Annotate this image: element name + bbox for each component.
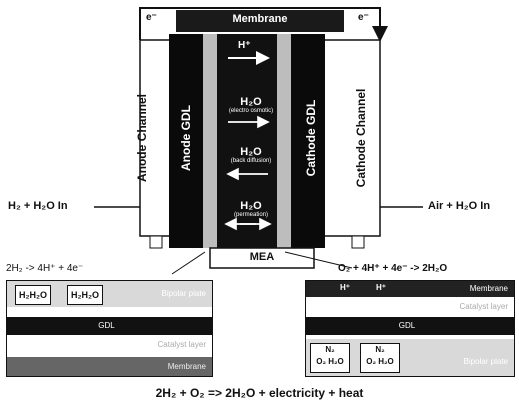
cathode-channel-label: Cathode Channel: [354, 88, 368, 188]
anode-gas-box-1: H₂H₂O: [15, 285, 51, 305]
cathode-zoom-line: [284, 251, 353, 269]
water-note-1: (electro osmotic): [228, 108, 274, 114]
water-formula-3: H₂O: [240, 200, 262, 212]
cathode-bipolar-label: Bipolar plate: [463, 357, 508, 366]
right-seal: [351, 235, 365, 249]
electron-right-label: e⁻: [358, 12, 369, 23]
cathode-membrane-band: Membrane: [306, 281, 514, 297]
anode-gdl-band: GDL: [7, 317, 212, 335]
anode-zoom-line: [171, 251, 206, 275]
cathode-proton-1: H⁺: [340, 283, 350, 292]
membrane-title: Membrane: [232, 13, 288, 25]
anode-gdl-label: Anode GDL: [179, 105, 193, 171]
anode-inset: Bipolar plate H₂H₂O H₂H₂O GDL Catalyst l…: [6, 280, 213, 377]
cathode-box2-top: N₂: [375, 345, 385, 354]
cathode-box1-bottom: O₂ H₂O: [316, 357, 344, 366]
cathode-gdl-band: GDL: [306, 317, 514, 335]
external-circuit-wire: [139, 7, 388, 42]
cathode-gdl-label: Cathode GDL: [304, 99, 318, 177]
membrane-header: [176, 10, 344, 32]
cathode-inlet-label: Air + H₂O In: [428, 200, 491, 212]
water-note-3: (permeation): [233, 212, 268, 218]
cathode-membrane-label: Membrane: [469, 284, 508, 293]
water-formula-1: H₂O: [240, 96, 262, 108]
anode-inlet-label: H₂ + H₂O In: [8, 200, 68, 212]
cathode-box2-bottom: O₂ H₂O: [366, 357, 394, 366]
cathode-proton-2: H⁺: [376, 283, 386, 292]
cathode-box1-top: N₂: [325, 345, 335, 354]
anode-catalyst-block: [203, 34, 217, 248]
cathode-gdl-block: [291, 34, 325, 248]
cathode-reaction-label: O₂ + 4H⁺ + 4e⁻ -> 2H₂O: [338, 263, 448, 274]
anode-membrane-band: Membrane: [7, 357, 212, 376]
electron-left-label: e⁻: [146, 12, 157, 23]
cathode-catalyst-label: Catalyst layer: [459, 302, 508, 311]
proton-label: H⁺: [238, 40, 251, 51]
cathode-gas-box-2: N₂ O₂ H₂O: [360, 343, 400, 373]
overall-reaction: 2H₂ + O₂ => 2H₂O + electricity + heat: [155, 386, 364, 400]
anode-reaction-label: 2H₂ -> 4H⁺ + 4e⁻: [6, 263, 84, 274]
anode-channel-label: Anode Channel: [135, 94, 149, 183]
water-note-2: (back diffusion): [230, 158, 272, 164]
anode-gdl-block: [169, 34, 203, 248]
anode-gdl-band-label: GDL: [98, 321, 115, 330]
anode-catalyst-band: Catalyst layer: [7, 339, 212, 351]
cathode-gdl-band-label: GDL: [398, 321, 416, 330]
cathode-catalyst-block: [277, 34, 291, 248]
cathode-gas-box-1: N₂ O₂ H₂O: [310, 343, 350, 373]
cathode-inset: Membrane H⁺ H⁺ Catalyst layer GDL Bipola…: [305, 280, 515, 377]
anode-catalyst-label: Catalyst layer: [157, 340, 206, 349]
cathode-catalyst-band: Catalyst layer: [306, 301, 514, 313]
left-seal: [149, 235, 163, 249]
mea-label: MEA: [249, 251, 275, 263]
membrane-block: [217, 34, 277, 248]
anode-membrane-label: Membrane: [167, 362, 206, 371]
anode-bipolar-label: Bipolar plate: [161, 289, 206, 298]
anode-gas-box-2: H₂H₂O: [67, 285, 103, 305]
water-formula-2: H₂O: [240, 146, 262, 158]
